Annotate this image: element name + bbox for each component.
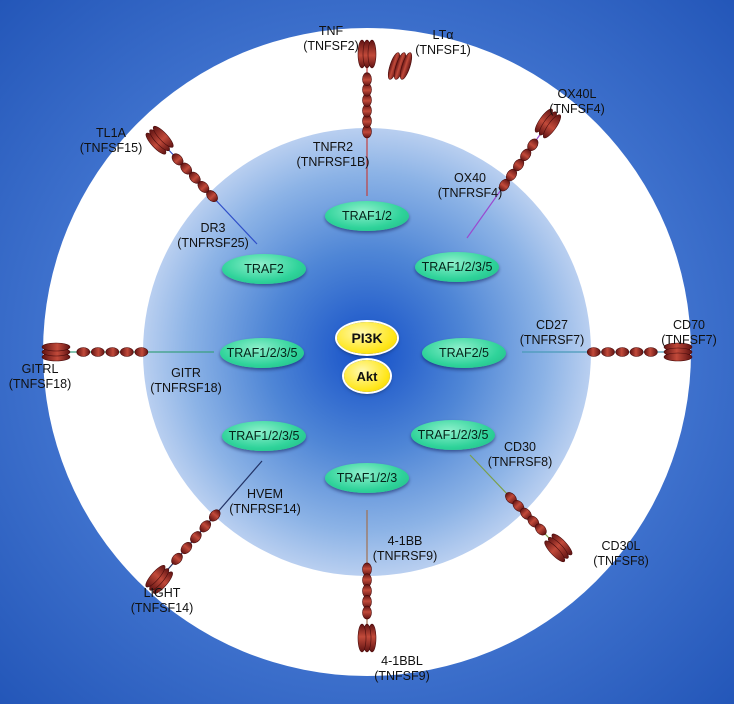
ligand-label-cd70: CD70(TNFSF7) [661, 318, 717, 347]
receptor-label-dr3: DR3(TNFRSF25) [177, 221, 249, 250]
receptor-domain-bead [120, 347, 134, 357]
receptor-domain-bead [601, 347, 615, 357]
receptor-domain-bead [90, 347, 105, 357]
receptor-domain-bead [180, 542, 193, 555]
receptor-domain-bead [171, 153, 184, 166]
ligand-label-cd30l: CD30L(TNFSF8) [593, 539, 649, 568]
traf-node-lower-right: TRAF1/2/3/5 [411, 420, 495, 450]
receptor-domain-bead [134, 347, 149, 357]
receptor-label-gitr: GITR(TNFRSF18) [150, 366, 222, 395]
spoke-dr3 [145, 125, 258, 245]
receptor-label-tnfr2: TNFR2(TNFRSF1B) [296, 140, 370, 169]
receptor-domain-bead [586, 347, 601, 357]
receptor-domain-bead [362, 72, 372, 87]
ligand-label-ox40l: OX40L(TNFSF4) [549, 87, 605, 116]
ligand-label-tnf: TNF(TNFSF2) [303, 24, 359, 53]
traf-node-left: TRAF1/2/3/5 [220, 338, 304, 368]
akt-node: Akt [344, 360, 390, 392]
pi3k-node: PI3K [337, 322, 397, 354]
ligand-trimer-subunit [399, 52, 413, 80]
ligand-label-4-1bbl: 4-1BBL(TNFSF9) [374, 654, 430, 683]
receptor-ligand-pairs [41, 39, 693, 653]
spoke-ox40 [466, 108, 562, 239]
ligand-trimer-subunit [544, 540, 566, 563]
ligand-label-tl1a: TL1A(TNFSF15) [79, 126, 143, 155]
receptor-label-ox40: OX40(TNFRSF4) [437, 171, 503, 200]
traf-node-upper-right: TRAF1/2/3/5 [415, 252, 499, 282]
receptor-label-hvem: HVEM(TNFRSF14) [229, 487, 301, 516]
receptor-domain-bead [644, 347, 658, 357]
receptor-domain-bead [199, 520, 212, 533]
receptor-domain-bead [105, 347, 120, 357]
receptor-label-cd27: CD27(TNFRSF7) [519, 318, 585, 347]
ligand-label-lta: LTα(TNFSF1) [415, 28, 471, 57]
traf-node-right: TRAF2/5 [422, 338, 506, 368]
receptor-domain-bead [76, 347, 91, 357]
ligand-trimer-subunit [152, 125, 174, 148]
spoke-cd27 [522, 342, 693, 362]
receptor-domain-bead [629, 347, 644, 357]
spoke-b41bb [357, 510, 377, 653]
ligand-trimer-subunit [357, 623, 367, 653]
ligand-trimer-subunit [663, 352, 693, 362]
spoke-tnfr2 [357, 39, 377, 196]
ligand-label-gitrl: GITRL(TNFSF18) [8, 362, 72, 391]
ligand-trimer-subunit [542, 114, 562, 139]
ligand-trimer-lta [387, 52, 413, 80]
spoke-gitr [41, 342, 214, 362]
ligand-label-light: LIGHT(TNFSF14) [130, 586, 194, 615]
pi3k-label: PI3K [351, 330, 383, 346]
akt-label: Akt [356, 368, 378, 384]
traf-node-lower-left: TRAF1/2/3/5 [222, 421, 306, 451]
receptor-domain-bead [527, 138, 539, 152]
receptor-domain-bead [171, 552, 183, 565]
receptor-domain-bead [208, 509, 221, 522]
receptor-domain-bead [362, 605, 372, 620]
ligand-trimer-subunit [145, 564, 166, 588]
receptor-label-cd30: CD30(TNFRSF8) [487, 440, 553, 469]
ligand-trimer-subunit [367, 39, 377, 69]
traf-node-upper-left: TRAF2 [222, 254, 306, 284]
receptor-domain-bead [615, 347, 630, 357]
receptor-domain-bead [190, 531, 202, 544]
traf-node-top: TRAF1/2 [325, 201, 409, 231]
receptor-domain-bead [534, 523, 547, 536]
receptor-label-4-1bb: 4-1BB(TNFRSF9) [372, 534, 438, 563]
spoke-hvem [145, 460, 263, 594]
spoke-cd30 [469, 454, 573, 563]
ligand-trimer-subunit [41, 342, 71, 352]
traf-node-bottom: TRAF1/2/3 [325, 463, 409, 493]
